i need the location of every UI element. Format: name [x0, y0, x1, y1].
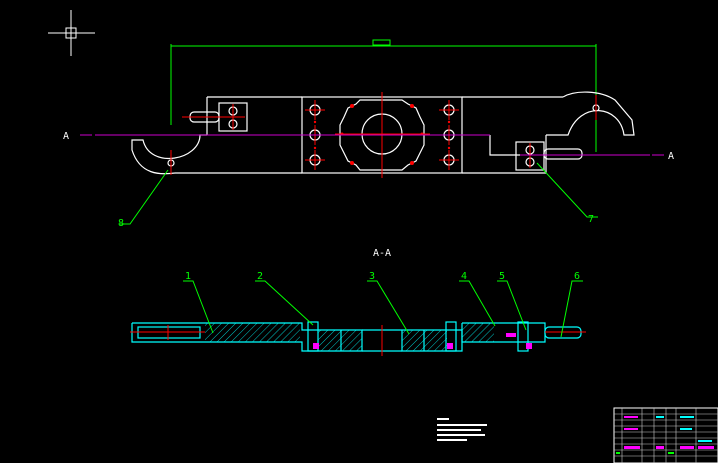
part-numbers: 1 2 3 4 5 6 7 8: [118, 214, 594, 282]
part-label-3: 3: [369, 271, 375, 282]
part-label-1: 1: [185, 271, 191, 282]
section-view: [130, 321, 586, 356]
technical-notes: [437, 418, 487, 441]
part-label-6: 6: [574, 271, 580, 282]
section-marker-left: A: [63, 131, 69, 142]
right-hook: [546, 91, 635, 136]
plan-view: [131, 91, 635, 175]
section-title: A-A: [373, 248, 391, 259]
ucs-crosshair-icon: [48, 10, 95, 56]
part-label-7: 7: [588, 214, 594, 225]
section-marker-right: A: [668, 151, 674, 162]
part-label-2: 2: [257, 271, 263, 282]
rotor-ring: [339, 99, 425, 171]
bolt-circle-dots: [313, 104, 451, 165]
section-line: [80, 134, 664, 156]
title-block: [613, 407, 718, 463]
part-label-8: 8: [118, 218, 124, 229]
leader-lines: [120, 162, 598, 338]
part-label-5: 5: [499, 271, 505, 282]
left-hook: [131, 134, 207, 175]
part-label-4: 4: [461, 271, 467, 282]
